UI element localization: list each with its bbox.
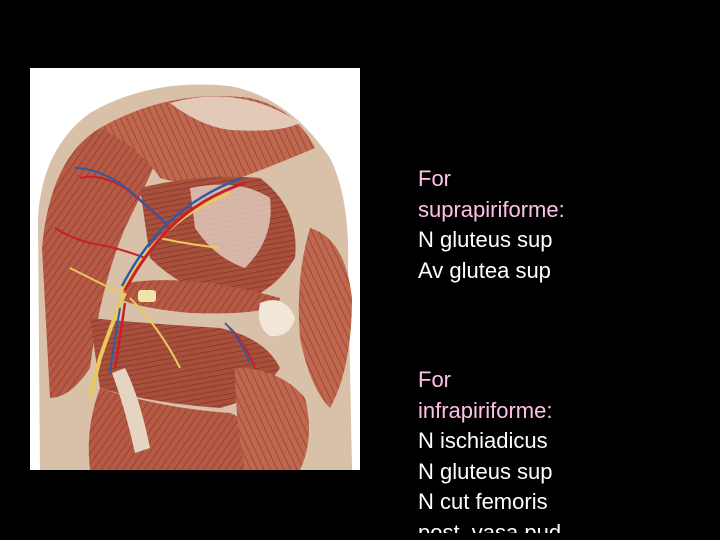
anatomy-drawing — [30, 68, 360, 470]
suprapiriform-foramen-text: For suprapiriforme: N gluteus sup Av glu… — [418, 164, 565, 286]
infrapiriform-foramen-text: For infrapiriforme: N ischiadicus N glut… — [418, 365, 561, 533]
suprapiriform-heading-line1: For — [418, 166, 451, 191]
infrapiriform-item: N ischiadicus — [418, 428, 548, 453]
suprapiriform-heading-line2: suprapiriforme: — [418, 196, 565, 222]
anatomy-illustration — [30, 68, 360, 470]
infrapiriform-item: N cut femoris — [418, 489, 548, 514]
infrapiriform-item-cut-off: post, vasa pud — [418, 519, 562, 533]
suprapiriform-item: N gluteus sup — [418, 227, 553, 252]
infrapiriform-heading-line2: infrapiriforme: — [418, 397, 553, 423]
infrapiriform-item: N gluteus sup — [418, 458, 553, 484]
suprapiriform-item: Av glutea sup — [418, 257, 551, 283]
infrapiriform-heading-line1: For — [418, 367, 451, 392]
